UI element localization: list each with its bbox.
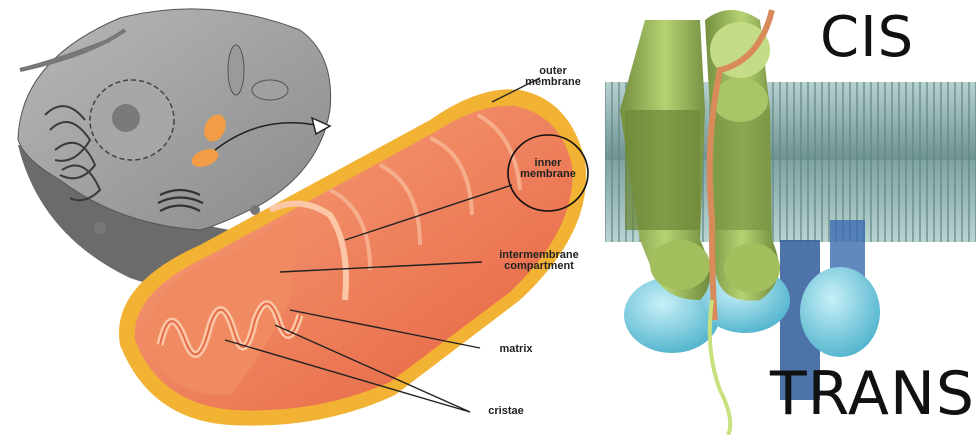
cyan-subunit-right — [800, 267, 880, 357]
label-matrix: matrix — [486, 344, 546, 355]
label-inner-membrane: inner membrane — [513, 158, 583, 180]
label-outer-membrane: outer membrane — [518, 66, 588, 88]
nucleolus — [112, 104, 140, 132]
label-cis: CIS — [820, 8, 914, 68]
label-intermembrane-compartment: intermembrane compartment — [484, 250, 594, 272]
label-cristae: cristae — [476, 406, 536, 417]
label-trans: TRANS — [770, 362, 975, 426]
